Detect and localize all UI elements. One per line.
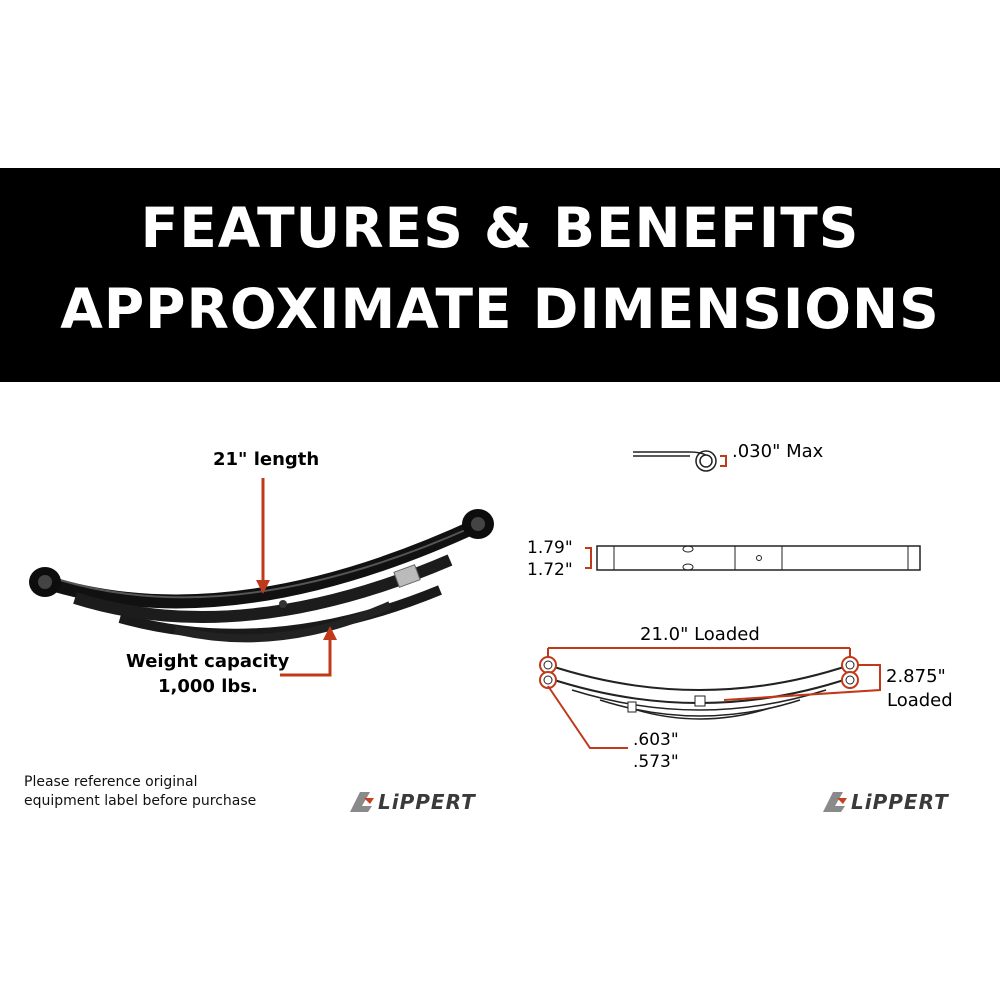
length-label: 21" length — [213, 449, 320, 470]
lippert-logo-icon — [823, 792, 847, 812]
arrow-down-icon — [256, 478, 270, 594]
lippert-logo-text-right: LiPPERT — [851, 790, 949, 814]
width-max-label: 1.79" — [527, 538, 573, 558]
loaded-length-label: 21.0" Loaded — [640, 624, 760, 645]
banner-title-line-2: APPROXIMATE DIMENSIONS — [60, 277, 940, 341]
banner-title-line-1: FEATURES & BENEFITS — [140, 196, 860, 260]
disclaimer-line-1: Please reference original — [24, 774, 198, 790]
eye-max-label: .603" — [633, 730, 679, 750]
lippert-logo-icon — [350, 792, 374, 812]
weight-label-line-1: Weight capacity — [126, 651, 290, 672]
top-view-drawing — [585, 545, 921, 571]
header-banner — [0, 168, 1000, 382]
eye-profile-drawing — [633, 450, 727, 472]
leaf-spring-image — [29, 509, 494, 643]
loaded-height-label-2: Loaded — [887, 690, 953, 711]
thickness-label: .030" Max — [732, 441, 824, 462]
eye-min-label: .573" — [633, 752, 679, 772]
lippert-logo-text-left: LiPPERT — [378, 790, 476, 814]
weight-label-line-2: 1,000 lbs. — [158, 676, 258, 697]
disclaimer-line-2: equipment label before purchase — [24, 793, 257, 809]
side-view-drawing — [539, 647, 881, 749]
loaded-height-label-1: 2.875" — [886, 666, 946, 687]
width-min-label: 1.72" — [527, 560, 573, 580]
arrow-up-icon — [280, 626, 337, 677]
